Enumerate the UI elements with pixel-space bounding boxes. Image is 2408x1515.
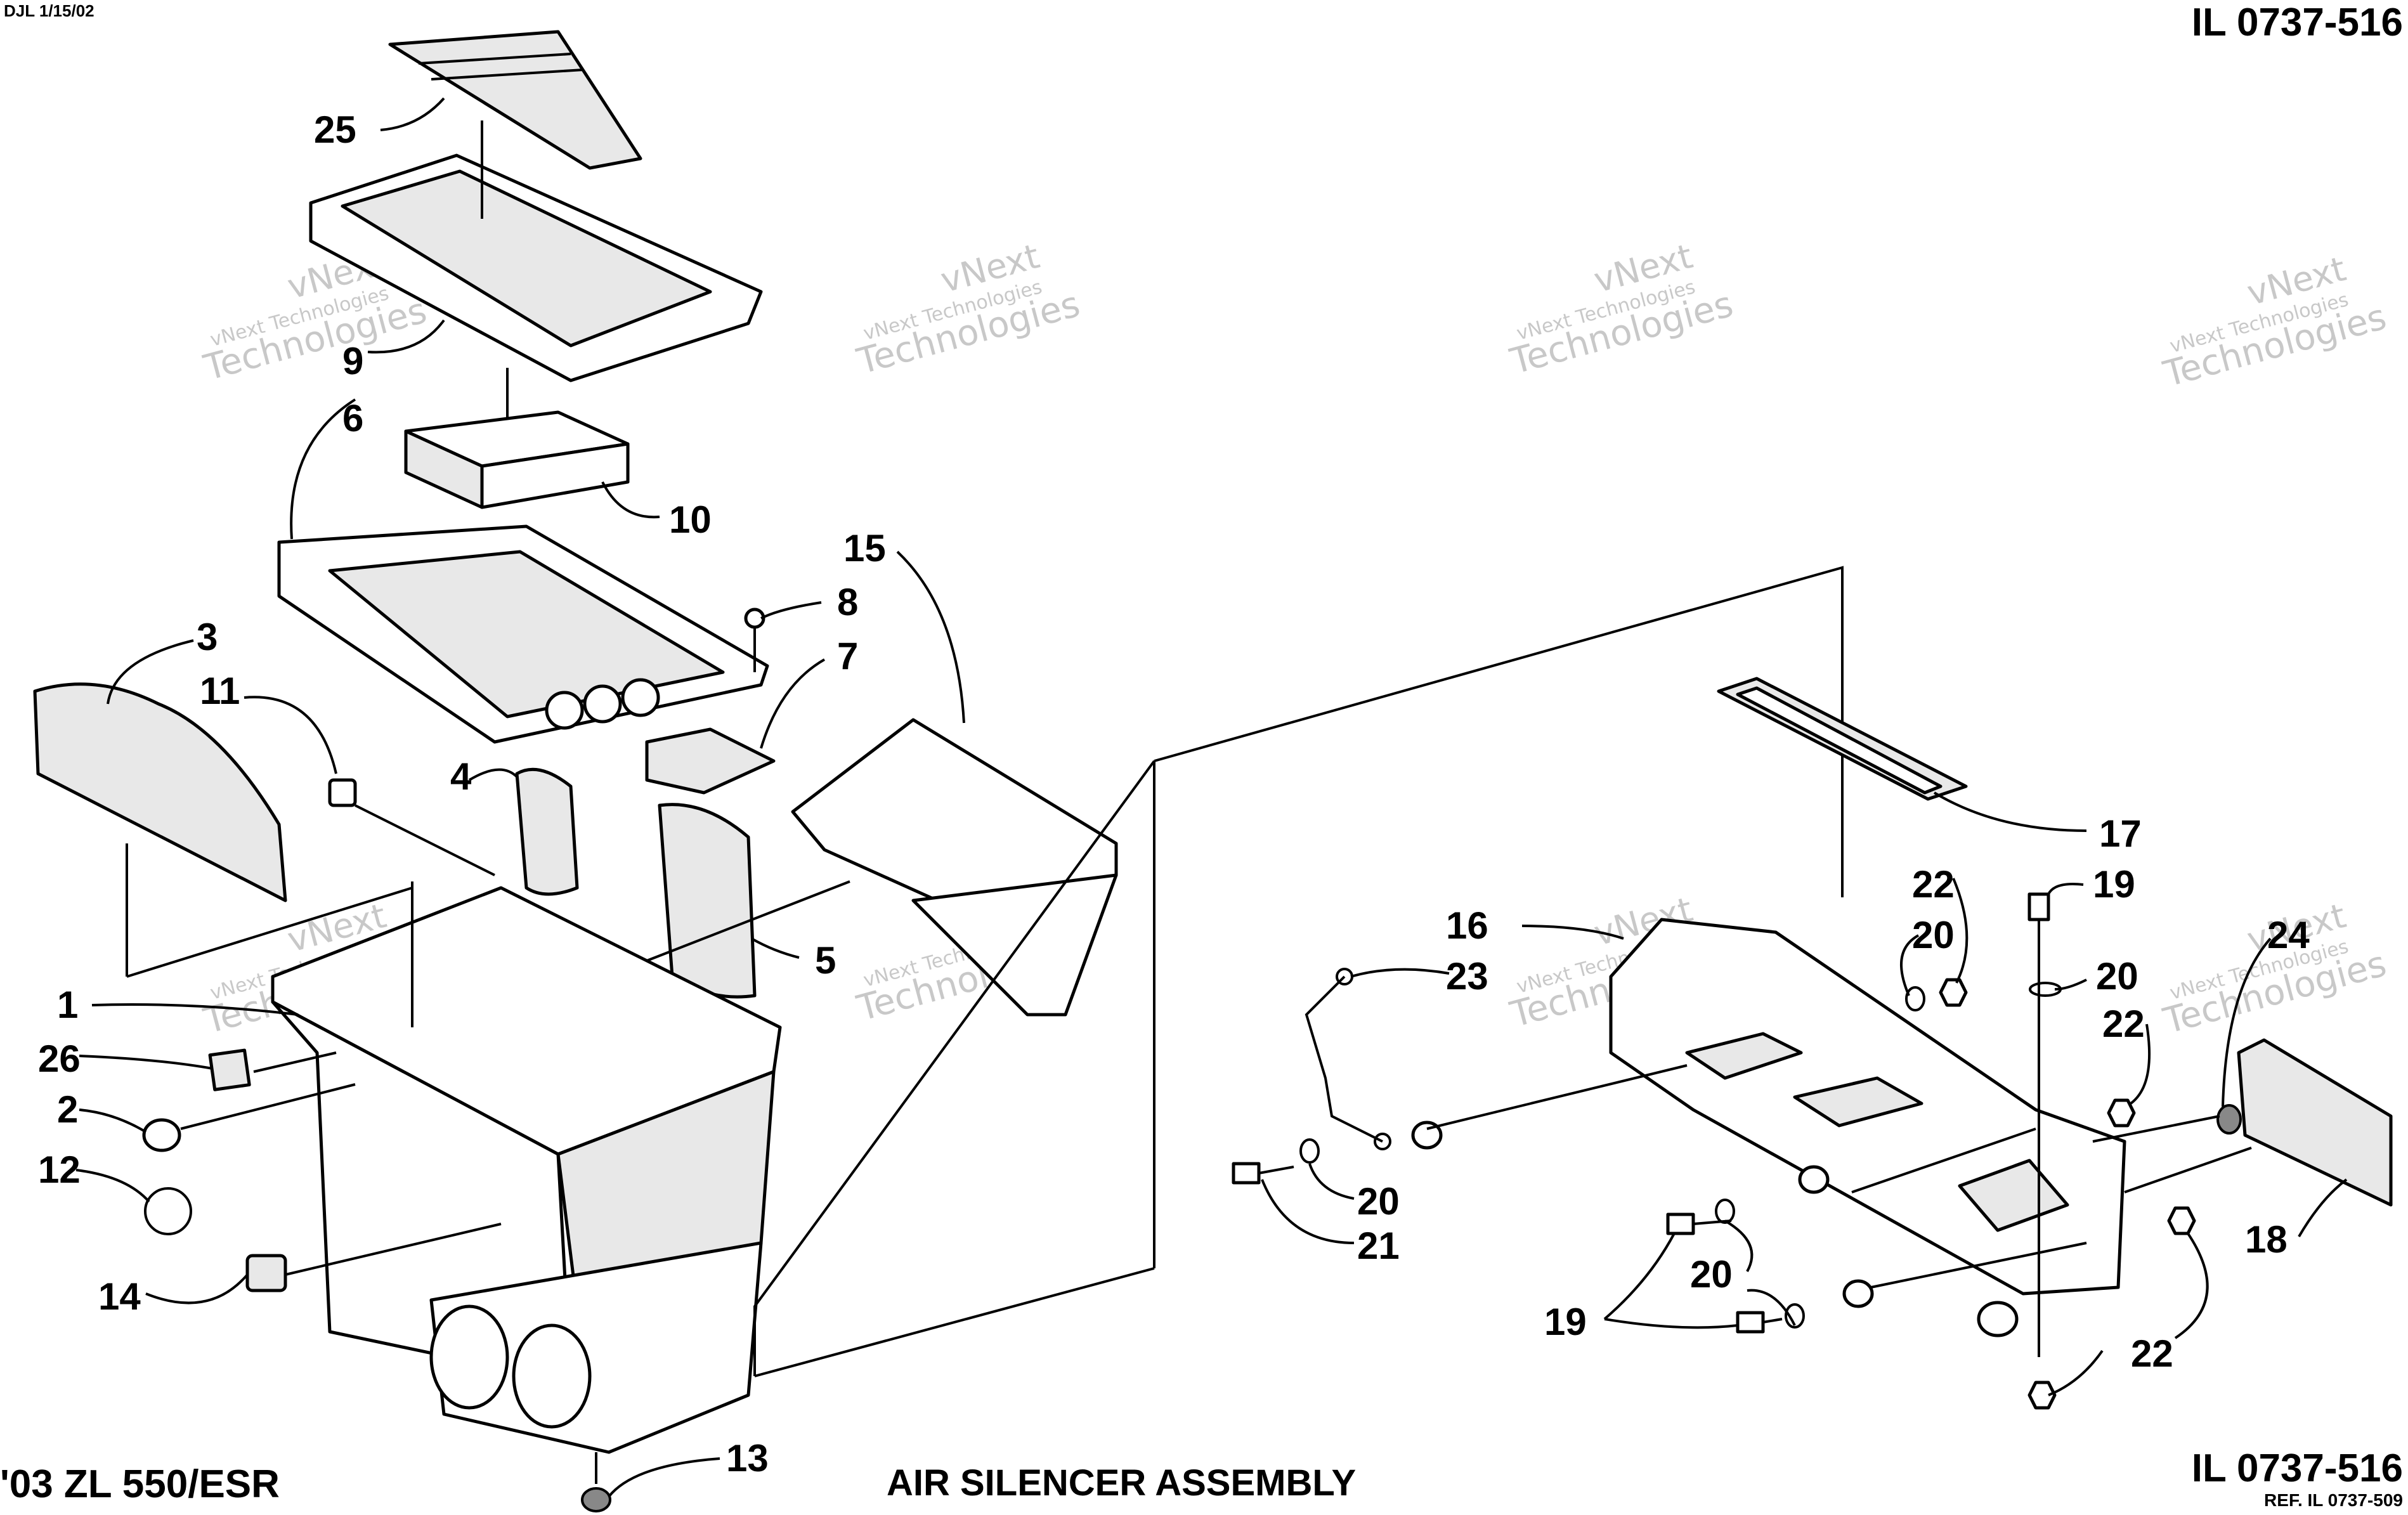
part-7-foam [645, 727, 776, 795]
part-15-intake [589, 718, 1118, 1017]
part-13-plug [581, 1452, 611, 1512]
part-1-airbox [271, 881, 782, 1454]
callout-20d: 20 [1690, 1253, 1733, 1296]
watermark-4: vNext vNext Technologies Technologies [2159, 249, 2390, 395]
part-4-foam [515, 767, 579, 896]
callout-20b: 20 [2096, 955, 2138, 998]
callout-6: 6 [342, 397, 363, 439]
callout-11: 11 [200, 670, 240, 712]
callout-2: 2 [57, 1088, 78, 1131]
part-9-filter-cover [309, 120, 763, 382]
callout-21: 21 [1357, 1225, 1400, 1267]
callout-4: 4 [450, 755, 472, 798]
callout-13: 13 [726, 1437, 769, 1479]
callout-12: 12 [38, 1148, 81, 1191]
part-2-grommet [142, 1083, 356, 1152]
callout-15: 15 [843, 527, 886, 569]
illustration-id-bottom: IL 0737-516 [2191, 1447, 2403, 1490]
watermark-2: vNext vNext Technologies Technologies [852, 236, 1084, 382]
part-18-foam [2237, 1038, 2393, 1207]
callout-20: 20 [1912, 914, 1955, 956]
callout-16: 16 [1446, 904, 1488, 947]
part-14-clip [245, 1223, 502, 1292]
part-12-clamp [144, 1187, 192, 1235]
callout-7: 7 [837, 635, 858, 677]
callout-9: 9 [342, 340, 363, 382]
callout-17: 17 [2099, 812, 2142, 855]
part-10-filter-element [404, 368, 630, 509]
part-3-foam-strip [33, 682, 413, 978]
watermark-8: vNext vNext Technologies Technologies [2159, 895, 2390, 1042]
callout-8: 8 [837, 581, 858, 623]
callout-23: 23 [1446, 955, 1488, 998]
part-5-foam [658, 803, 757, 999]
illustration-id-top: IL 0737-516 [2191, 1, 2403, 44]
part-16-silencer [1609, 918, 2126, 1296]
part-26-label [208, 1048, 337, 1091]
model-name: '03 ZL 550/ESR [0, 1462, 280, 1506]
drawing-date: DJL 1/15/02 [4, 1, 94, 20]
callout-14: 14 [98, 1275, 141, 1318]
callout-19: 19 [2093, 863, 2135, 906]
callout-leaders [75, 97, 2348, 1498]
part-25-decal [388, 30, 642, 170]
callout-22c: 22 [2131, 1332, 2173, 1375]
part-6-tray [277, 524, 769, 744]
callout-18: 18 [2245, 1218, 2288, 1261]
callout-5: 5 [815, 939, 836, 982]
callout-26: 26 [38, 1037, 81, 1080]
callout-24: 24 [2267, 914, 2310, 956]
callout-25: 25 [314, 108, 356, 151]
callout-1: 1 [57, 984, 78, 1026]
callout-10: 10 [669, 498, 712, 541]
reference-id: REF. IL 0737-509 [2264, 1490, 2403, 1510]
callout-19b: 19 [1544, 1301, 1587, 1343]
part-11-screw [328, 778, 495, 876]
callout-20c: 20 [1357, 1180, 1400, 1223]
part-23-rod [1305, 968, 1391, 1150]
watermark-3: vNext vNext Technologies Technologies [1506, 236, 1737, 382]
callout-3: 3 [197, 616, 218, 658]
part-17-gasket [1717, 677, 1968, 801]
callout-22: 22 [1912, 863, 1955, 906]
callout-numbers: 25 9 10 6 15 8 7 3 11 4 5 1 26 2 12 14 1… [38, 108, 2310, 1479]
diagram-title: AIR SILENCER ASSEMBLY [887, 1462, 1357, 1504]
callout-22b: 22 [2102, 1003, 2145, 1045]
hardware-right [1232, 892, 2252, 1410]
connector-lines [753, 566, 1844, 1377]
